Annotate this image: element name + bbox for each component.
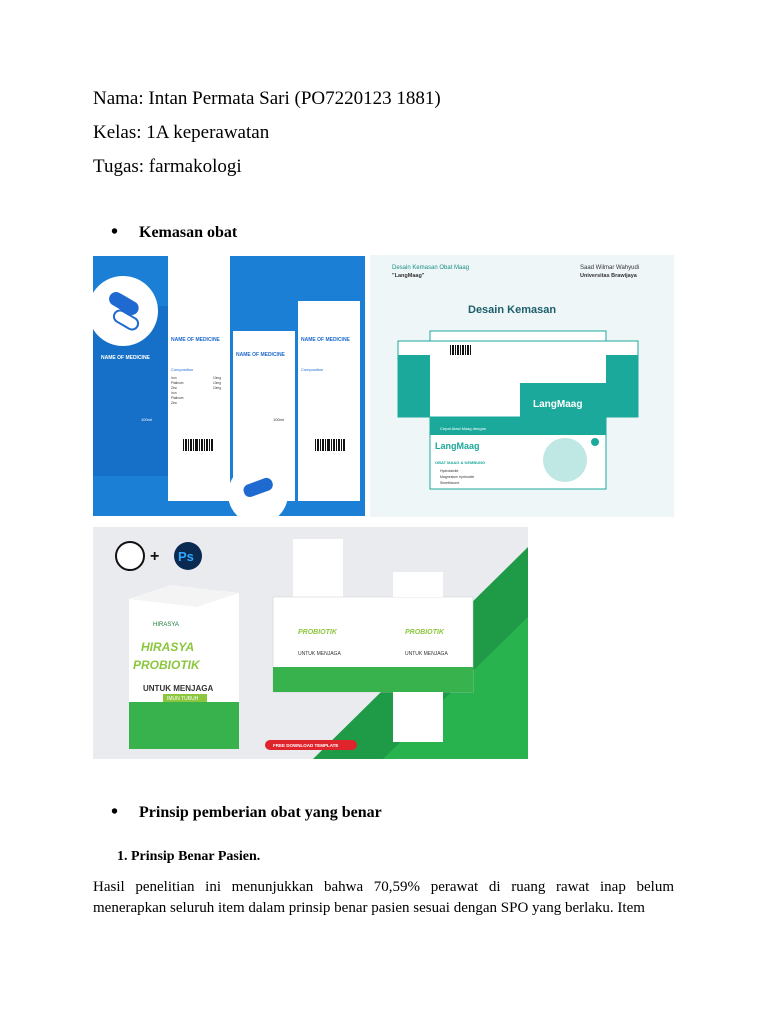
numbered-item-benar-pasien: 1. Prinsip Benar Pasien. [117,849,261,864]
langmaag-top-left-sub: "LangMaag" [392,273,425,279]
svg-text:+: + [150,548,159,565]
composition-label: Composition [171,367,193,372]
hirasya-image: + Ps HIRASYA HIRASYA PROBIOTIK UNTUK MEN… [93,527,528,759]
langmaag-brand-flap: LangMaag [533,399,582,410]
hirasya-logo: HIRASYA [153,622,179,628]
langmaag-tagline: Cepat Atasi Maag dengan [440,426,486,431]
name-line: Nama: Intan Permata Sari (PO7220123 1881… [93,88,441,109]
box-label-right: NAME OF MEDICINE [236,352,286,358]
hirasya-subtitle: UNTUK MENJAGA [143,684,213,693]
box-label-left: NAME OF MEDICINE [101,355,151,361]
langmaag-ingredient-1: Hydrotalcite [440,469,459,473]
ingredient-platinum-2: Platinum [171,396,184,400]
photoshop-icon: Ps [178,549,194,564]
box-label-center: NAME OF MEDICINE [171,337,221,343]
body-paragraph: Hasil penelitian ini menunjukkan bahwa 7… [93,879,674,916]
volume-left: 100ml [141,417,152,422]
box-label-far: NAME OF MEDICINE [301,337,351,343]
ingredient-zinc: Zinc [171,386,177,390]
hirasya-badge: IMUN TUBUH [167,696,199,702]
free-download-badge: FREE DOWNLOAD TEMPLATE [273,743,338,748]
langmaag-top-right: Saad Wilmar Wahyudi [580,265,639,271]
hirasya-flat-brand-2: PROBIOTIK [405,629,445,636]
section-heading-kemasan: Kemasan obat [111,221,237,244]
task-line: Tugas: farmakologi [93,156,242,177]
ingredient-platinum: Platinum [171,381,184,385]
volume-right: 100ml [273,417,284,422]
hirasya-flat-subtitle-1: UNTUK MENJAGA [298,651,341,657]
langmaag-ingredient-3: Simethicone [440,481,459,485]
dose-2: 10mg [213,381,221,385]
medicine-box-image: NAME OF MEDICINE NAME OF MEDICINE NAME O… [93,256,365,516]
hirasya-brand-1: HIRASYA [141,640,194,654]
langmaag-brand: LangMaag [435,441,480,451]
dose-1: 10mg [213,376,221,380]
section-heading-prinsip: Prinsip pemberian obat yang benar [111,801,382,824]
hirasya-flat-brand-1: PROBIOTIK [298,629,338,636]
langmaag-top-left: Desain Kemasan Obat Maag [392,265,469,271]
hirasya-flat-subtitle-2: UNTUK MENJAGA [405,651,448,657]
langmaag-subtitle: OBAT MAAG & KEMBUNG [435,460,485,465]
dose-3: 10mg [213,386,221,390]
ingredient-zinc-2: Zinc [171,401,177,405]
langmaag-title: Desain Kemasan [468,304,556,316]
hirasya-brand-2: PROBIOTIK [133,658,201,672]
ingredient-iron-2: Iron [171,391,177,395]
class-line: Kelas: 1A keperawatan [93,122,270,143]
langmaag-top-right-sub: Universitas Brawijaya [580,273,638,279]
composition-label-2: Composition [301,367,323,372]
langmaag-image: Desain Kemasan Obat Maag "LangMaag" Saad… [370,255,674,517]
ingredient-iron: Iron [171,376,177,380]
langmaag-ingredient-2: Magnesium hydroxide [440,475,474,479]
